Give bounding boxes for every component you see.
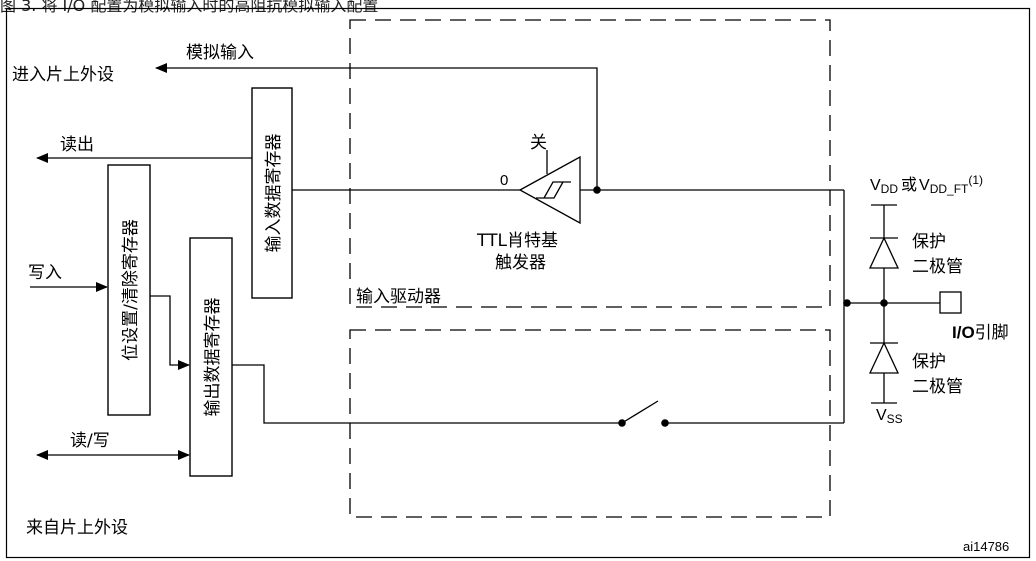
bsrr-to-odr-line [150,295,190,370]
upper-protection-diode [868,236,900,269]
read-out-label: 读出 [60,135,94,155]
analog-junction-dot [593,186,601,194]
hysteresis-icon [536,181,571,199]
lower-protection-diode [868,341,900,374]
odr-to-switch-line [232,364,622,424]
open-switch-blade [621,400,659,424]
figure-frame [5,7,1031,559]
upper-diode-label-line2: 二极管 [912,257,963,277]
ttl-schmitt-trigger [518,155,581,225]
analog-input-line [155,63,598,190]
from-onchip-peripheral-label: 来自片上外设 [26,518,128,538]
io-pin-label: I/O引脚 [952,323,1009,343]
lower-diode-label-line2: 二极管 [912,377,963,397]
ttl-schmitt-label-line1: TTL肖特基 [476,231,558,251]
io-pin-square [939,291,962,314]
bit-set-reset-register-label: 位设置/清除寄存器 [121,219,141,361]
input-data-register-box [251,87,293,299]
output-data-register-box [189,237,233,477]
input-driver-dashed-box [349,19,831,308]
bit-set-reset-register-box [107,164,151,416]
figure-id-label: ai14786 [963,539,1009,554]
lower-diode-label-line1: 保护 [912,352,946,372]
figure-caption: 图 3. 将 I/O 配置为模拟输入时的高阻抗模拟输入配置 [0,0,379,15]
upper-diode-label-line1: 保护 [912,232,946,252]
write-in-label: 写入 [28,263,62,283]
to-onchip-peripheral-label: 进入片上外设 [12,65,114,85]
analog-input-label: 模拟输入 [186,43,254,63]
read-write-label: 读/写 [70,431,110,451]
output-data-register-label: 输出数据寄存器 [203,298,223,417]
pad-node-dot-left [843,299,851,307]
vss-label: VSS [876,407,903,426]
ttl-schmitt-label-line2: 触发器 [495,253,546,273]
trigger-zero-label: 0 [500,172,508,189]
input-data-register-label: 输入数据寄存器 [264,134,284,253]
trigger-off-label: 关 [530,133,547,153]
input-driver-label: 输入驱动器 [356,287,441,307]
